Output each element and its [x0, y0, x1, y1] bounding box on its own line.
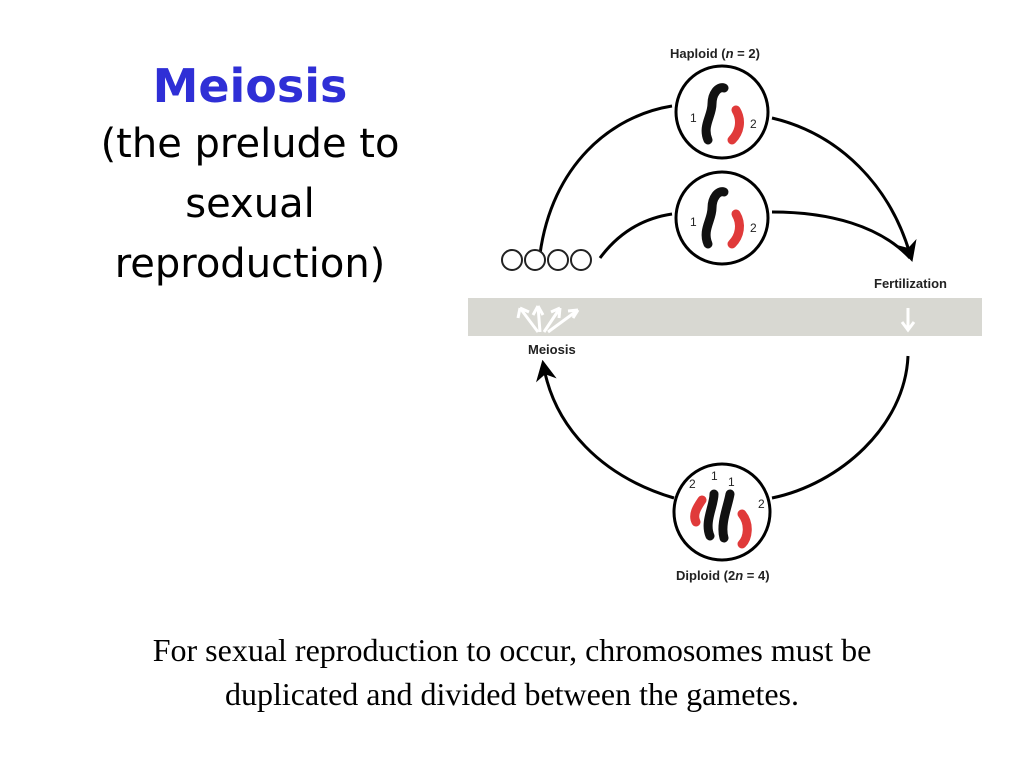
fertilization-arrow-lower [771, 210, 912, 260]
haploid-top-label-2: 2 [750, 117, 757, 131]
diploid-cell: 2 1 1 2 [672, 462, 772, 562]
fertilization-to-diploid-path [771, 355, 910, 500]
diploid-label-4: 2 [758, 497, 765, 511]
caption-line-2: duplicated and divided between the gamet… [224, 676, 799, 712]
fertilization-label: Fertilization [874, 276, 947, 291]
title-block: Meiosis (the prelude to sexual reproduct… [40, 58, 460, 294]
haploid-label: Haploid (n = 2) [670, 46, 760, 61]
fertilization-arrow-upper [771, 116, 917, 263]
subtitle-line-3: reproduction) [114, 241, 386, 287]
slide-title: Meiosis [152, 59, 348, 113]
haploid-cell-bottom: 1 2 [674, 170, 770, 266]
diploid-label-3: 1 [728, 475, 735, 489]
meiosis-label: Meiosis [528, 342, 576, 357]
caption: For sexual reproduction to occur, chromo… [40, 628, 984, 716]
lower-arc-path [598, 212, 673, 259]
upper-arc-path [538, 104, 673, 255]
haploid-bottom-label-2: 2 [750, 221, 757, 235]
gamete-circles [501, 249, 592, 271]
haploid-cell-top: 1 2 [674, 64, 770, 160]
diploid-to-meiosis-arrow [536, 359, 675, 500]
diploid-label: Diploid (2n = 4) [676, 568, 770, 583]
band-arrows-icon [516, 305, 916, 334]
haploid-bottom-label-1: 1 [690, 215, 697, 229]
life-cycle-diagram: 1 2 1 2 2 1 1 2 Haploid (n = 2) Fertili [468, 46, 982, 583]
diploid-label-1: 2 [689, 477, 696, 491]
diploid-label-2: 1 [711, 469, 718, 483]
haploid-top-label-1: 1 [690, 111, 697, 125]
subtitle-line-1: (the prelude to [100, 121, 400, 167]
subtitle-line-2: sexual [185, 181, 315, 227]
caption-line-1: For sexual reproduction to occur, chromo… [152, 632, 872, 668]
